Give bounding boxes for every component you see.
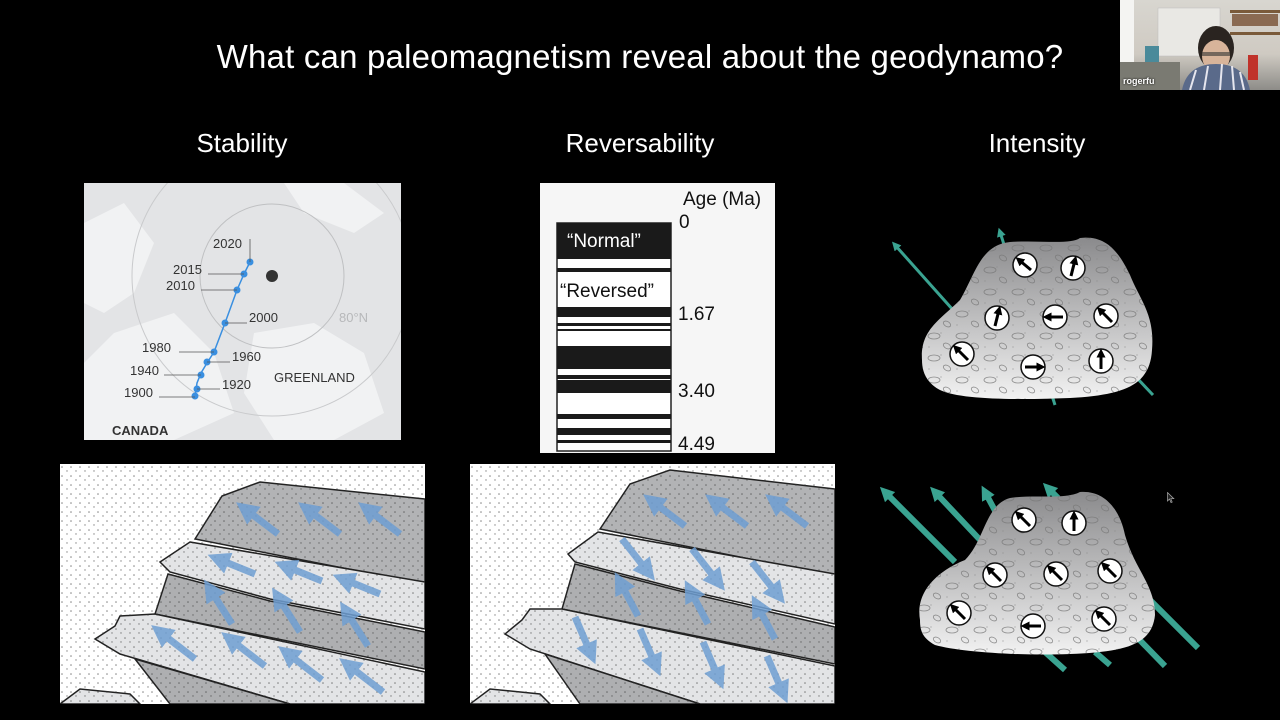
- participant-name: rogerfu: [1123, 76, 1155, 86]
- strata-stability-diagram: [60, 464, 425, 704]
- polarity-timescale: “Normal” “Reversed” Age (Ma) 0 1.67 3.40…: [540, 183, 775, 453]
- age-axis-label: Age (Ma): [683, 189, 761, 210]
- north-pole-dot: [266, 270, 278, 282]
- participant-video-thumbnail[interactable]: rogerfu: [1120, 0, 1280, 90]
- heading-stability: Stability: [196, 128, 288, 158]
- strata-reversal-diagram: [470, 464, 835, 704]
- tick-0: 0: [679, 212, 690, 233]
- mouse-cursor-icon: [1167, 492, 1175, 503]
- year-2000: 2000: [249, 310, 278, 325]
- reversed-label: “Reversed”: [560, 281, 654, 302]
- year-1980: 1980: [142, 340, 171, 355]
- year-2020: 2020: [213, 236, 242, 251]
- canada-label: CANADA: [112, 423, 169, 438]
- normal-label: “Normal”: [567, 231, 641, 252]
- year-1920: 1920: [222, 377, 251, 392]
- heading-reversability: Reversability: [565, 128, 715, 158]
- year-1900: 1900: [124, 385, 153, 400]
- year-2015: 2015: [173, 262, 202, 277]
- pole-wander-map: 2020 2015 2010 2000 1980 1960 1940 1920 …: [84, 183, 401, 440]
- tick-1.67: 1.67: [678, 304, 715, 325]
- intensity-weak-field-diagram: [870, 220, 1170, 420]
- greenland-label: GREENLAND: [274, 370, 355, 385]
- slide-title: What can paleomagnetism reveal about the…: [216, 38, 1064, 75]
- year-1960: 1960: [232, 349, 261, 364]
- year-1940: 1940: [130, 363, 159, 378]
- intensity-strong-field-diagram: [860, 470, 1220, 690]
- tick-3.40: 3.40: [678, 381, 715, 402]
- tick-4.49: 4.49: [678, 434, 715, 453]
- latitude-label: 80°N: [339, 310, 368, 325]
- year-2010: 2010: [166, 278, 195, 293]
- heading-intensity: Intensity: [988, 128, 1086, 158]
